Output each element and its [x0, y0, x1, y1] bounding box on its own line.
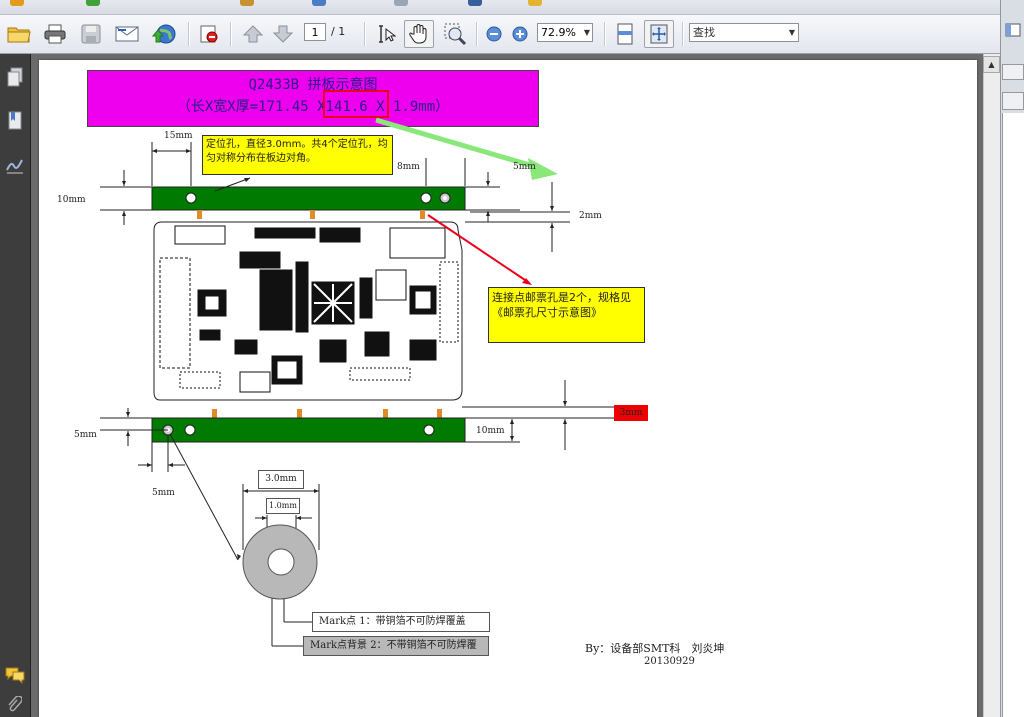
mark-copper-circle — [267, 548, 295, 576]
locating-hole — [184, 424, 196, 436]
dim-label-box: 3.0mm — [258, 470, 304, 489]
stamp-hole-tab — [437, 409, 442, 418]
print-icon[interactable] — [42, 21, 68, 47]
stamp-hole-tab — [297, 409, 302, 418]
scroll-up-icon[interactable]: ▲ — [983, 56, 1000, 73]
mark2-label: Mark点背景 2：不带铜箔不可防焊覆 — [303, 636, 489, 656]
document-title: Q2433B 拼板示意图 — [248, 77, 378, 93]
dim-label: 15mm — [164, 131, 193, 141]
document-date: 20130929 — [644, 656, 695, 667]
mark1-label: Mark点 1：带铜箔不可防焊覆盖 — [312, 612, 490, 632]
sign-icon — [312, 0, 326, 6]
pages-panel-icon[interactable] — [4, 66, 26, 88]
comment-icon — [528, 0, 542, 6]
dimension-arrowheads — [122, 149, 567, 560]
forms-icon — [394, 0, 408, 6]
pointer-arrow-red — [427, 214, 529, 283]
page-total: / 1 — [331, 25, 346, 38]
stamp-hole-tab — [420, 210, 425, 219]
dim-label: 5mm — [74, 430, 97, 440]
attachments-panel-icon[interactable] — [4, 694, 26, 716]
marquee-zoom-icon[interactable] — [442, 21, 468, 47]
pcb-components — [159, 225, 459, 393]
stamp-hole-tab — [197, 210, 202, 219]
note-locating-holes: 定位孔，直径3.0mm。共4个定位孔，均匀对称分布在板边对角。 — [202, 135, 393, 175]
secure-document-icon[interactable] — [196, 21, 222, 47]
document-dimensions: （长X宽X厚=171.45 X141.6 X 1.9mm） — [176, 99, 450, 115]
panel-drawing — [100, 117, 614, 647]
stamp-hole-tab — [383, 409, 388, 418]
pointer-arrow-green — [375, 117, 541, 171]
save-icon[interactable] — [78, 21, 104, 47]
zoom-in-icon[interactable] — [510, 21, 530, 47]
zoom-level-input[interactable]: 72.9% — [537, 23, 593, 42]
dim-label: 10mm — [57, 195, 86, 205]
task-pane-body — [1002, 113, 1024, 717]
toolbar-separator — [476, 22, 478, 46]
stamp-hole-tab — [212, 409, 217, 418]
chevron-down-icon[interactable]: ▼ — [583, 28, 591, 37]
toolbar-separator — [230, 22, 232, 46]
menu-icon — [10, 0, 24, 6]
signatures-panel-icon[interactable] — [4, 154, 26, 176]
dim-label-highlight: 3mm — [614, 405, 648, 421]
tools-pane-icon[interactable] — [1005, 22, 1023, 40]
locating-hole — [423, 424, 435, 436]
task-pane-tab[interactable] — [1002, 92, 1024, 110]
dim-label: 5mm — [513, 162, 536, 172]
toolbar-separator — [364, 22, 366, 46]
prev-page-icon[interactable] — [240, 21, 266, 47]
select-text-icon[interactable] — [372, 21, 398, 47]
dim-label-box: 1.0mm — [266, 498, 300, 514]
mark-point-center — [443, 196, 447, 200]
vertical-scrollbar[interactable] — [983, 54, 1001, 717]
toolbar-separator — [682, 22, 684, 46]
web-share-icon[interactable] — [150, 21, 176, 47]
toolbar-separator — [188, 22, 190, 46]
stamp-hole-tab — [310, 210, 315, 219]
page-number-input[interactable]: 1 — [304, 23, 326, 41]
top-rail — [151, 186, 466, 211]
bottom-rail — [151, 417, 466, 443]
fit-page-icon[interactable] — [644, 20, 674, 48]
chevron-down-icon[interactable]: ▼ — [788, 28, 796, 37]
dim-label: 8mm — [397, 162, 420, 172]
email-icon[interactable] — [114, 21, 140, 47]
dim-label: 2mm — [579, 211, 602, 221]
note-stamp-holes: 连接点邮票孔是2个，规格见《邮票孔尺寸示意图》 — [488, 287, 645, 343]
author-signature: By：设备部SMT科 刘炎坤 — [585, 642, 725, 655]
navigation-pane — [0, 54, 31, 717]
document-title-band: Q2433B 拼板示意图 （长X宽X厚=171.45 X141.6 X 1.9m… — [87, 70, 539, 127]
fit-width-icon[interactable] — [612, 21, 638, 47]
arrowhead-green — [528, 158, 558, 180]
bookmarks-panel-icon[interactable] — [4, 110, 26, 132]
next-page-icon[interactable] — [270, 21, 296, 47]
task-pane-handle[interactable] — [1002, 64, 1024, 80]
highlight-box — [323, 90, 389, 118]
open-folder-icon[interactable] — [6, 21, 32, 47]
locating-hole — [185, 192, 197, 204]
toolbar-separator — [604, 22, 606, 46]
locating-hole — [420, 192, 432, 204]
secure-icon — [240, 0, 254, 6]
find-input[interactable]: 查找 — [689, 23, 799, 42]
dim-label: 5mm — [152, 488, 175, 498]
main-toolbar — [0, 15, 1000, 54]
hand-tool-icon[interactable] — [404, 20, 434, 48]
previous-toolbar-strip — [0, 0, 1000, 15]
create-icon — [86, 0, 100, 6]
multimedia-icon — [468, 0, 482, 6]
pointer-arrow-black — [214, 177, 251, 192]
comments-panel-icon[interactable] — [4, 664, 26, 686]
zoom-out-icon[interactable] — [484, 21, 504, 47]
dim-label: 10mm — [476, 426, 505, 436]
